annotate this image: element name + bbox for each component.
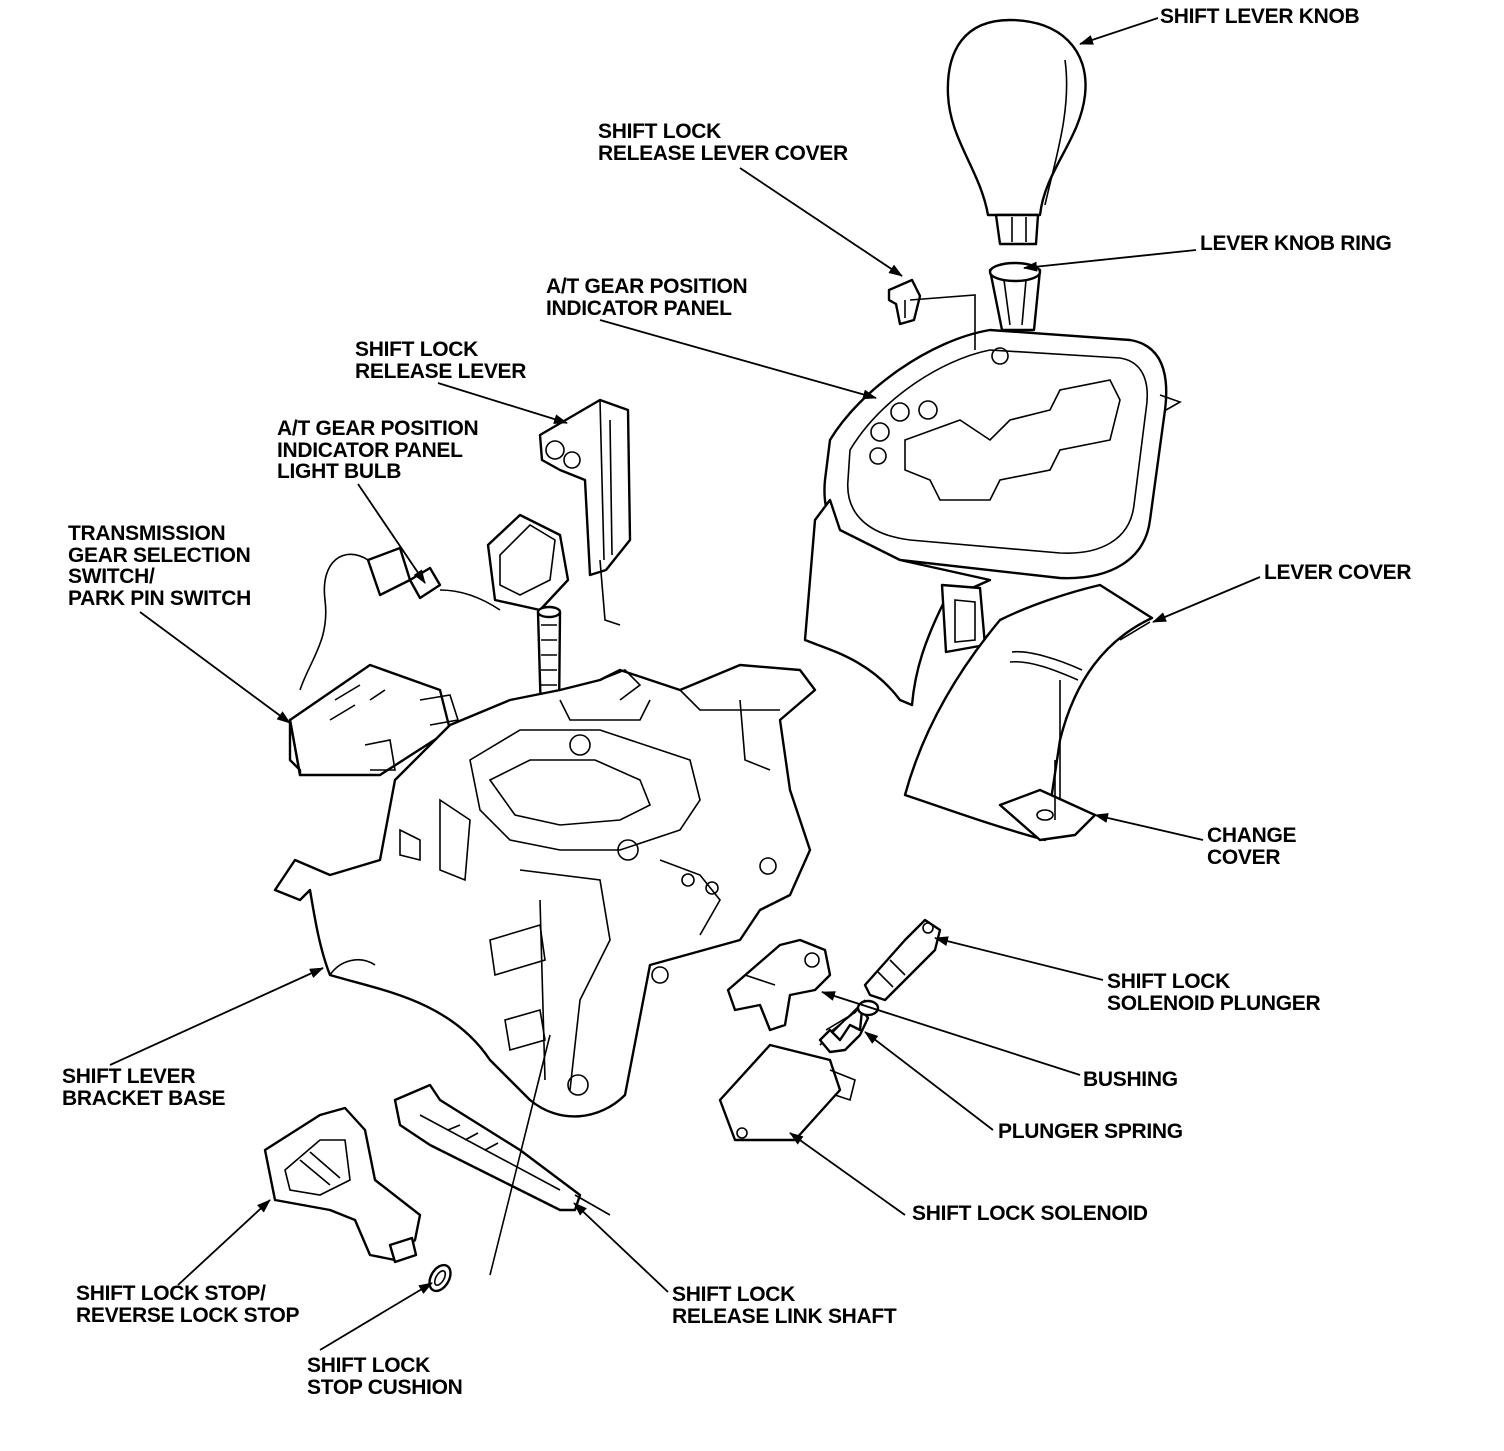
bracket-base-part [273,663,817,1118]
bushing-part [726,938,832,1032]
lever-knob-ring-part [988,261,1042,332]
gear-selection-switch-part [288,663,460,777]
label-indicator-panel-light-bulb: A/T GEAR POSITION INDICATOR PANEL LIGHT … [277,417,479,483]
label-shift-lock-stop-reverse-lock-stop: SHIFT LOCK STOP/ REVERSE LOCK STOP [76,1282,300,1327]
connector-part [486,513,570,612]
label-shift-lever-knob: SHIFT LEVER KNOB [1160,5,1360,28]
stop-cushion-part [428,1263,452,1293]
label-lever-knob-ring: LEVER KNOB RING [1200,232,1392,255]
label-change-cover: CHANGE COVER [1207,824,1297,869]
indicator-panel-part [803,294,1182,707]
solenoid-plunger-part [863,918,942,1002]
label-plunger-spring: PLUNGER SPRING [998,1120,1183,1143]
shift-lock-stop-part [263,1106,422,1264]
label-shift-lock-release-lever-cover: SHIFT LOCK RELEASE LEVER COVER [598,120,848,165]
change-cover-part [998,788,1097,842]
label-shift-lock-solenoid: SHIFT LOCK SOLENOID [912,1202,1148,1225]
plunger-spring-part [818,999,880,1054]
label-transmission-gear-selection-switch: TRANSMISSION GEAR SELECTION SWITCH/ PARK… [68,522,251,610]
label-shift-lock-release-lever: SHIFT LOCK RELEASE LEVER [355,338,527,383]
label-lever-cover: LEVER COVER [1264,561,1412,584]
label-shift-lock-release-link-shaft: SHIFT LOCK RELEASE LINK SHAFT [672,1283,897,1328]
label-bushing: BUSHING [1083,1068,1178,1091]
shift-lock-release-lever-cover-part [887,278,922,326]
label-shift-lock-solenoid-plunger: SHIFT LOCK SOLENOID PLUNGER [1107,970,1321,1015]
label-shift-lock-stop-cushion: SHIFT LOCK STOP CUSHION [307,1354,463,1399]
shift-lock-solenoid-part [718,1043,856,1142]
assembly-guide-lines [489,760,1056,1276]
shift-lock-release-lever-part [538,398,632,626]
leader-lines [109,17,1261,1351]
shift-lever-knob-part [946,18,1087,246]
label-indicator-panel: A/T GEAR POSITION INDICATOR PANEL [546,275,748,320]
label-shift-lever-bracket-base: SHIFT LEVER BRACKET BASE [62,1065,226,1110]
light-bulb-part [299,546,501,691]
